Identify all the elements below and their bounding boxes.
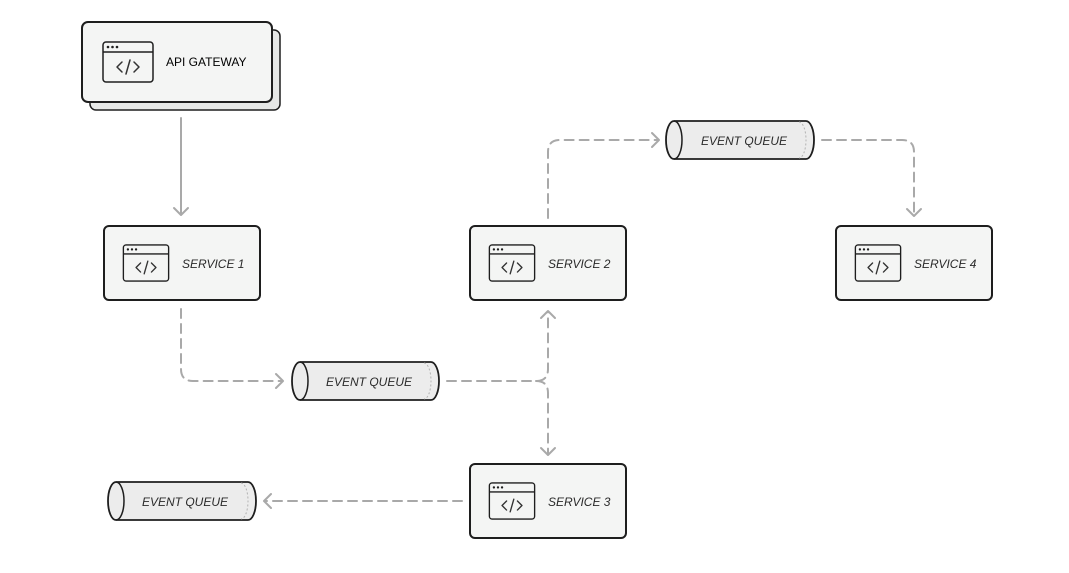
gateway-label: API GATEWAY <box>166 55 246 69</box>
event-queue-2[interactable]: EVENT QUEUE <box>665 120 815 160</box>
service-1-label: SERVICE 1 <box>182 257 244 271</box>
event-queue-1[interactable]: EVENT QUEUE <box>291 361 440 401</box>
connectors <box>173 117 922 509</box>
service-1-node[interactable]: SERVICE 1 <box>103 225 261 301</box>
queue-2-cylinder <box>665 120 815 160</box>
queue-1-cylinder <box>291 361 440 401</box>
connector-service1-to-queue1 <box>180 308 283 382</box>
api-gateway-node[interactable]: API GATEWAY <box>81 21 281 111</box>
service-4-node[interactable]: SERVICE 4 <box>835 225 993 301</box>
connector-branch-to-service3 <box>535 380 549 455</box>
arrowhead-service1 <box>173 207 189 216</box>
service-3-node[interactable]: SERVICE 3 <box>469 463 627 539</box>
connector-queue1-branch <box>446 311 549 382</box>
event-queue-3[interactable]: EVENT QUEUE <box>107 481 257 521</box>
arrowhead-queue2 <box>651 132 660 148</box>
queue-3-label: EVENT QUEUE <box>142 495 229 509</box>
queue-1-inner-arc <box>423 362 432 400</box>
arrowhead-queue1 <box>275 373 284 389</box>
code-window-icon <box>102 41 154 83</box>
queue-2-inner-arc <box>798 121 807 159</box>
arrowhead-service3 <box>540 447 556 456</box>
arrowhead-queue3 <box>263 493 272 509</box>
code-window-icon <box>122 244 170 282</box>
queue-2-label: EVENT QUEUE <box>701 134 788 148</box>
code-window-icon <box>488 482 536 520</box>
queue-3-rear-cap <box>115 481 125 521</box>
queue-1-label: EVENT QUEUE <box>326 375 413 389</box>
queue-1-rear-cap <box>299 361 309 401</box>
service-2-node[interactable]: SERVICE 2 <box>469 225 627 301</box>
connector-queue2-to-service4 <box>821 139 915 216</box>
arrowhead-service4 <box>906 208 922 217</box>
service-3-label: SERVICE 3 <box>548 495 611 509</box>
connector-service2-to-queue2 <box>547 139 659 219</box>
service-4-label: SERVICE 4 <box>914 257 977 271</box>
queue-3-inner-arc <box>240 482 249 520</box>
arrowhead-service2 <box>540 310 556 319</box>
queue-2-rear-cap <box>673 120 683 160</box>
service-2-label: SERVICE 2 <box>548 257 611 271</box>
code-window-icon <box>488 244 536 282</box>
queue-3-cylinder <box>107 481 257 521</box>
code-window-icon <box>854 244 902 282</box>
